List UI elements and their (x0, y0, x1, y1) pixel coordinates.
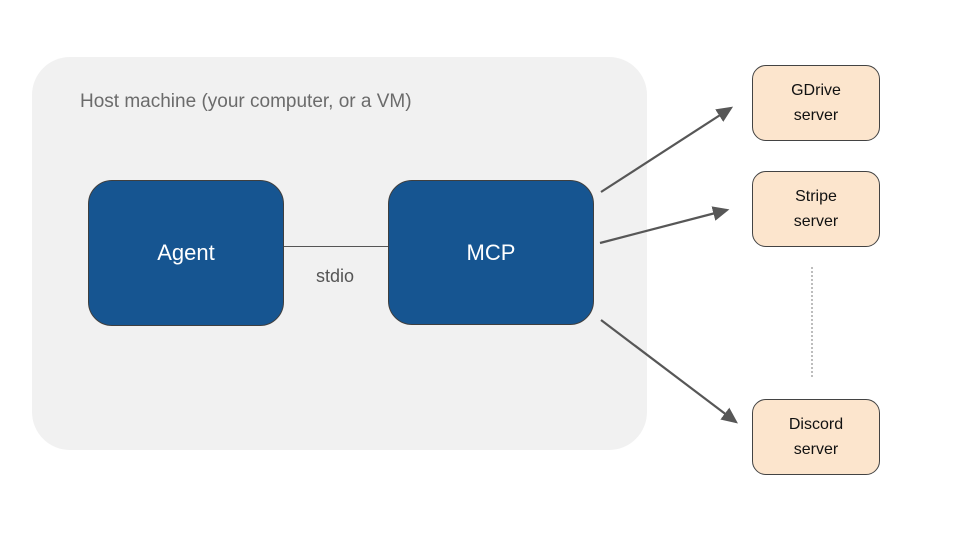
agent-node: Agent (88, 180, 284, 326)
more-servers-dotted-line (811, 267, 813, 377)
server-node-gdrive: GDrive server (752, 65, 880, 141)
stdio-connection-label: stdio (315, 266, 355, 286)
server-node-stripe: Stripe server (752, 171, 880, 247)
mcp-node: MCP (388, 180, 594, 325)
host-machine-label: Host machine (your computer, or a VM) (80, 91, 412, 112)
server-node-discord: Discord server (752, 399, 880, 475)
stdio-connector-line (284, 246, 388, 247)
mcp-node-label: MCP (466, 239, 516, 265)
agent-node-label: Agent (157, 240, 215, 265)
